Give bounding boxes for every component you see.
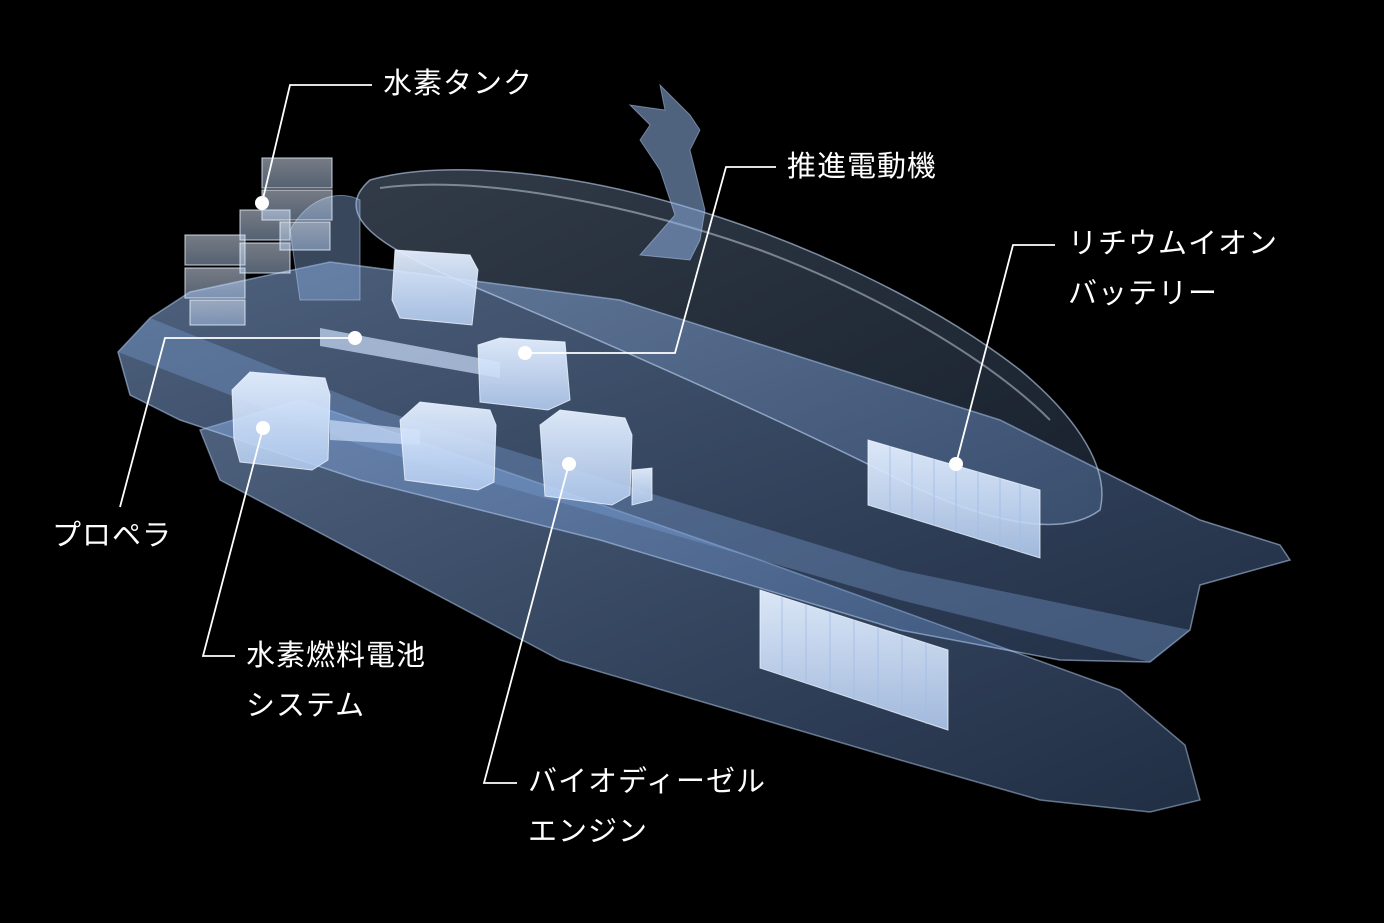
leader-dots — [255, 196, 963, 471]
deck-edge-shape — [118, 318, 1190, 662]
label-battery-line2: バッテリー — [1068, 276, 1219, 310]
battery-pack-upper — [867, 439, 1041, 559]
dot-hydrogen-tank — [255, 196, 269, 210]
label-propulsion-motor: 推進電動機 — [787, 141, 937, 191]
label-propeller-text: プロペラ — [52, 518, 173, 552]
label-fuel-cell: 水素燃料電池 システム — [246, 630, 426, 730]
label-fuel-cell-line2: システム — [246, 688, 366, 722]
leader-line-battery — [955, 244, 1055, 465]
propeller-shaft-shape — [320, 328, 500, 378]
dot-battery — [949, 457, 963, 471]
label-hydrogen-tank: 水素タンク — [383, 58, 533, 108]
label-battery-line1: リチウムイオン — [1068, 226, 1279, 260]
label-propeller: プロペラ — [52, 510, 172, 560]
label-fuel-cell-line1: 水素燃料電池 — [246, 638, 427, 672]
dot-engine — [562, 457, 576, 471]
dot-propulsion-motor — [518, 346, 532, 360]
propulsion-motor-block — [477, 337, 571, 411]
dot-fuel-cell — [256, 421, 270, 435]
leader-line-fuel-cell — [201, 427, 264, 657]
label-engine-line2: エンジン — [528, 814, 649, 848]
fuel-cell-block — [231, 371, 331, 471]
battery-pack-lower — [759, 589, 949, 731]
label-battery: リチウムイオン バッテリー — [1068, 218, 1278, 318]
leader-line-engine — [482, 463, 570, 784]
leader-line-propeller — [119, 337, 355, 508]
component-block-b — [399, 401, 497, 491]
label-hydrogen-tank-text: 水素タンク — [383, 66, 534, 100]
label-propulsion-motor-text: 推進電動機 — [787, 149, 938, 183]
label-engine-line1: バイオディーゼル — [528, 764, 766, 798]
fuel-cell-link-shape — [330, 420, 420, 445]
component-block-a — [391, 249, 479, 326]
leader-line-hydrogen-tank — [261, 84, 372, 204]
label-engine: バイオディーゼル エンジン — [528, 756, 766, 856]
hydrogen-tank-stack — [184, 157, 333, 326]
engine-block — [539, 409, 633, 506]
leader-line-propulsion-motor — [525, 166, 776, 354]
mast-shape — [628, 83, 706, 261]
leader-lines — [119, 84, 1055, 784]
engine-exhaust — [631, 467, 653, 506]
components — [231, 249, 1041, 731]
cabin-dome-highlight — [379, 183, 1051, 421]
dot-propeller — [348, 331, 362, 345]
